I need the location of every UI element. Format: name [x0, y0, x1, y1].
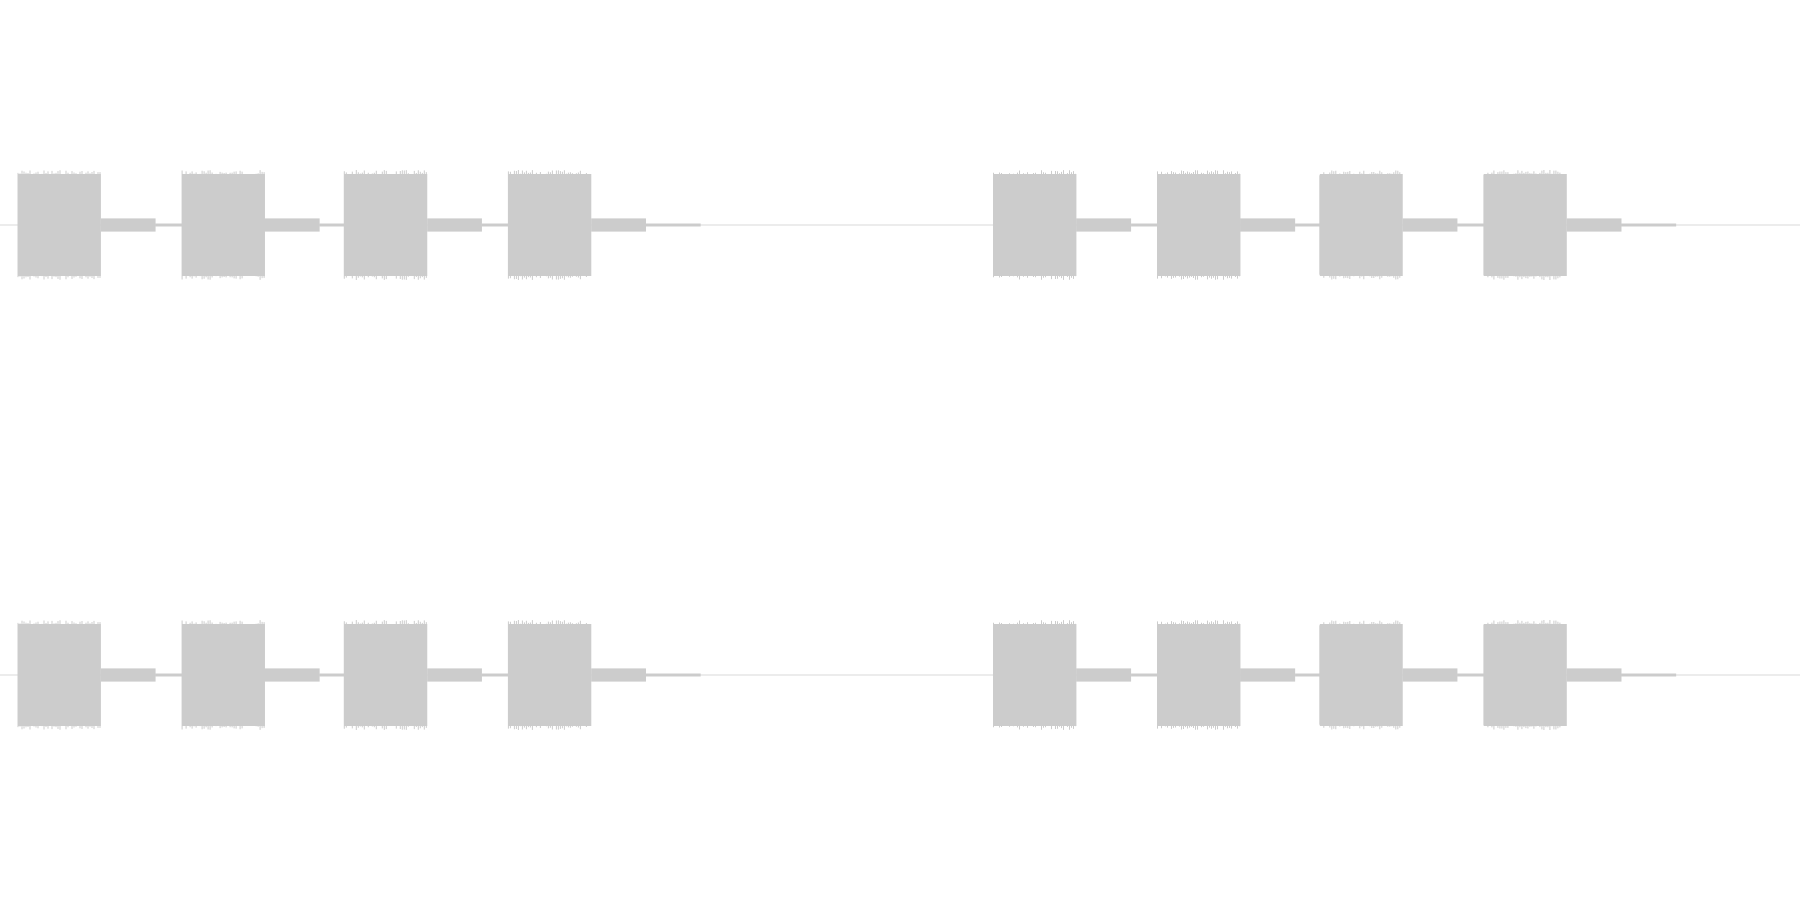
- left-channel-beep-tail-0-2: [427, 218, 482, 232]
- left-channel-beep-tail-1-0: [1076, 218, 1132, 232]
- right-channel-beep-peaks-0-2: [343, 620, 427, 730]
- right-channel-beep-peaks-0-0: [17, 620, 101, 730]
- left-channel-beep-peaks-0-2: [343, 170, 427, 280]
- right-channel-connector-0-2: [481, 673, 509, 677]
- waveform-channel-right-svg: [0, 620, 1800, 730]
- left-channel-beep-tail-1-1: [1240, 218, 1296, 232]
- left-channel-connector-1-0: [1131, 223, 1158, 227]
- right-channel-beep-peaks-0-1: [181, 620, 265, 730]
- right-channel-connector-1-1: [1295, 673, 1320, 677]
- right-channel-beep-peaks-1-0: [993, 620, 1076, 730]
- left-channel-beep-peaks-1-3: [1483, 170, 1567, 280]
- left-channel-connector-1-1: [1295, 223, 1320, 227]
- right-channel-beep-peaks-1-1: [1157, 620, 1240, 730]
- right-channel-connector-0-1: [319, 673, 345, 677]
- right-channel-connector-0-0: [155, 673, 183, 677]
- left-channel-beep-peaks-0-1: [181, 170, 265, 280]
- right-channel-beep-peaks-1-3: [1483, 620, 1567, 730]
- right-channel-beep-tail-1-3: [1566, 668, 1622, 682]
- left-channel-beep-peaks-0-0: [17, 170, 101, 280]
- right-channel-connector-1-2: [1457, 673, 1484, 677]
- right-channel-beep-tail-0-2: [427, 668, 482, 682]
- left-channel-connector-0-0: [155, 223, 183, 227]
- right-channel-beep-tail-0-3: [591, 668, 646, 682]
- left-channel-beep-tail-0-3: [591, 218, 646, 232]
- left-channel-connector-1-2: [1457, 223, 1484, 227]
- right-channel-beep-peaks-0-3: [507, 620, 591, 730]
- left-channel-beep-tail-1-3: [1566, 218, 1622, 232]
- right-channel-connector-1-0: [1131, 673, 1158, 677]
- left-channel-beep-peaks-1-0: [993, 170, 1076, 280]
- left-channel-beep-tail-0-1: [264, 218, 320, 232]
- right-channel-connector-0-3: [645, 673, 701, 677]
- right-channel-beep-tail-0-1: [264, 668, 320, 682]
- right-channel-beep-tail-1-2: [1402, 668, 1458, 682]
- right-channel-beep-tail-0-0: [100, 668, 156, 682]
- waveform-channel-left-svg: [0, 170, 1800, 280]
- left-channel-beep-tail-1-2: [1402, 218, 1458, 232]
- left-channel-beep-tail-0-0: [100, 218, 156, 232]
- left-channel-beep-peaks-1-1: [1157, 170, 1240, 280]
- left-channel-connector-0-1: [319, 223, 345, 227]
- left-channel-beep-peaks-1-2: [1319, 170, 1403, 280]
- left-channel-beep-peaks-0-3: [507, 170, 591, 280]
- left-channel-connector-0-2: [481, 223, 509, 227]
- right-channel-beep-tail-1-1: [1240, 668, 1296, 682]
- right-channel-beep-peaks-1-2: [1319, 620, 1403, 730]
- waveform-channel-right: [0, 575, 1800, 775]
- left-channel-connector-0-3: [645, 223, 701, 227]
- right-channel-connector-1-3: [1621, 673, 1677, 677]
- waveform-channel-left: [0, 125, 1800, 325]
- left-channel-connector-1-3: [1621, 223, 1677, 227]
- right-channel-beep-tail-1-0: [1076, 668, 1132, 682]
